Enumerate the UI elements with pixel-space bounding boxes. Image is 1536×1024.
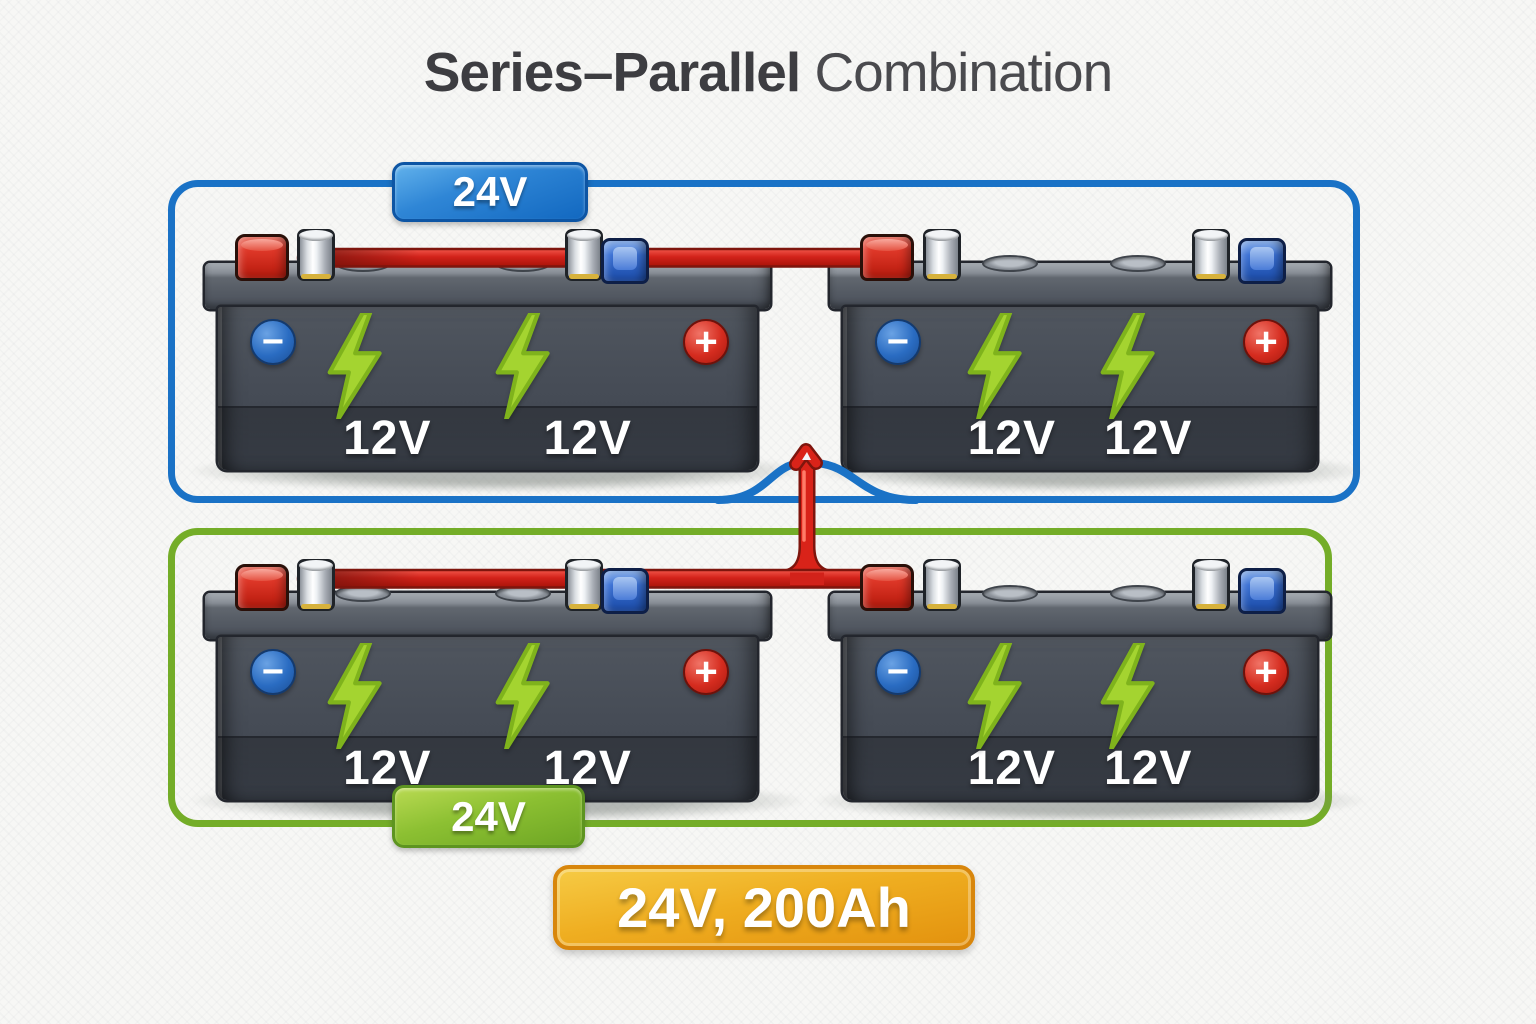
parallel-wire-blue-right [812, 459, 920, 504]
positive-symbol: + [1254, 650, 1278, 694]
minus-circle-icon: − [875, 319, 921, 365]
battery-label-band: 12V 12V [843, 406, 1317, 470]
lightning-bolt-icon [495, 643, 550, 749]
silver-terminal-post [565, 559, 603, 611]
cell-voltage-label: 12V [1104, 742, 1193, 795]
plus-circle-icon: + [683, 649, 729, 695]
battery-body: − + 12V 12V [218, 637, 757, 800]
positive-symbol: + [694, 320, 718, 364]
vent-cap-icon [1110, 255, 1166, 272]
lightning-bolt-icon [967, 313, 1022, 419]
battery-body: − + 12V 12V [218, 307, 757, 470]
wire-junction-patch [790, 572, 824, 585]
silver-terminal-post [297, 559, 335, 611]
battery-label-band: 12V 12V [218, 406, 757, 470]
red-terminal-cap [860, 234, 914, 281]
blue-terminal-cap [601, 238, 649, 284]
silver-terminal-post [1192, 229, 1230, 281]
lightning-bolt-icon [967, 643, 1022, 749]
cell-voltage-label: 12V [543, 742, 632, 795]
negative-symbol: − [261, 321, 285, 363]
negative-symbol: − [886, 321, 910, 363]
title-emphasis: Series–Parallel [423, 41, 801, 103]
parallel-wire-blue-left [714, 459, 804, 504]
lightning-bolt-icon [327, 313, 382, 419]
red-terminal-cap [235, 234, 289, 281]
silver-terminal-post [1192, 559, 1230, 611]
plus-circle-icon: + [1243, 319, 1289, 365]
blue-terminal-cap [601, 568, 649, 614]
series-voltage-badge-bottom: 24V [392, 785, 585, 848]
battery-top-left: − + 12V 12V [191, 225, 804, 492]
silver-terminal-post [923, 229, 961, 281]
battery-top-right: − + 12V 12V [816, 225, 1364, 492]
series-voltage-badge-top: 24V [392, 162, 588, 222]
silver-terminal-post [297, 229, 335, 281]
cell-voltage-label: 12V [967, 742, 1056, 795]
red-terminal-cap [860, 564, 914, 611]
title-rest: Combination [800, 41, 1113, 103]
wire-tip [791, 445, 821, 469]
series-group-box-bottom [168, 528, 1332, 827]
total-capacity-badge: 24V, 200Ah [553, 865, 975, 950]
cell-voltage-label: 12V [343, 742, 432, 795]
minus-circle-icon: − [250, 649, 296, 695]
cell-voltage-label: 12V [343, 412, 432, 465]
plus-circle-icon: + [1243, 649, 1289, 695]
battery-body: − + 12V 12V [843, 637, 1317, 800]
series-group-box-top [168, 180, 1360, 503]
lightning-bolt-icon [1100, 643, 1155, 749]
positive-symbol: + [694, 650, 718, 694]
negative-symbol: − [886, 651, 910, 693]
cell-voltage-label: 12V [543, 412, 632, 465]
lightning-bolt-icon [327, 643, 382, 749]
vent-cap-icon [982, 255, 1038, 272]
minus-circle-icon: − [250, 319, 296, 365]
minus-circle-icon: − [875, 649, 921, 695]
vent-cap-icon [1110, 585, 1166, 602]
silver-terminal-post [565, 229, 603, 281]
positive-symbol: + [1254, 320, 1278, 364]
cell-voltage-label: 12V [1104, 412, 1193, 465]
lightning-bolt-icon [495, 313, 550, 419]
blue-terminal-cap [1238, 568, 1286, 614]
battery-label-band: 12V 12V [843, 736, 1317, 800]
battery-bottom-right: − + 12V 12V [816, 555, 1364, 822]
series-voltage-bottom-label: 24V [451, 792, 526, 840]
lightning-bolt-icon [1100, 313, 1155, 419]
vent-cap-icon [982, 585, 1038, 602]
red-terminal-cap [235, 564, 289, 611]
blue-terminal-cap [1238, 238, 1286, 284]
page-title: Series–Parallel Combination [0, 40, 1536, 104]
wire-tip-highlight [802, 452, 811, 460]
silver-terminal-post [923, 559, 961, 611]
series-voltage-top-label: 24V [452, 168, 528, 215]
battery-body: − + 12V 12V [843, 307, 1317, 470]
cell-voltage-label: 12V [967, 412, 1056, 465]
negative-symbol: − [261, 651, 285, 693]
plus-circle-icon: + [683, 319, 729, 365]
total-capacity-label: 24V, 200Ah [617, 876, 911, 939]
